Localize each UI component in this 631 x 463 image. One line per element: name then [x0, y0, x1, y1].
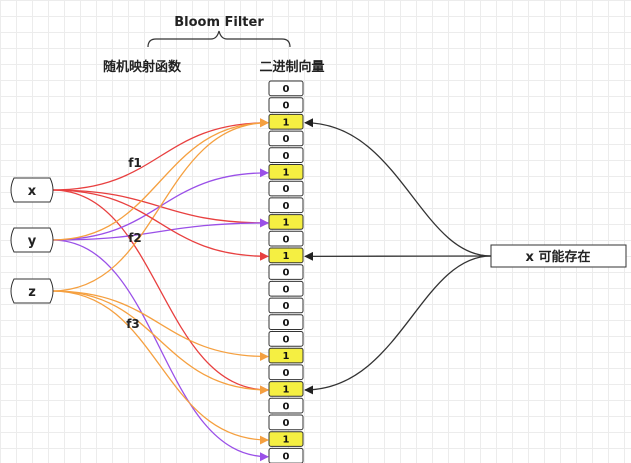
diagram-title: Bloom Filter: [174, 15, 264, 30]
bit-cell: 1: [268, 214, 304, 230]
bit-value: 0: [283, 318, 290, 329]
bit-cell: 0: [268, 397, 304, 414]
input-label: z: [28, 285, 36, 300]
bit-value: 1: [283, 218, 290, 229]
mapping-edges: [51, 118, 492, 462]
bit-cell: 0: [268, 80, 304, 97]
result-arrow: [304, 255, 492, 395]
input-node-z: z: [10, 278, 54, 304]
bit-value: 0: [283, 184, 290, 195]
function-label-f2: f2: [128, 231, 142, 245]
bit-value: 0: [283, 301, 290, 312]
bit-cell: 0: [268, 197, 304, 214]
bit-cell: 0: [268, 297, 304, 314]
bit-value: 0: [283, 451, 290, 462]
function-label-f1: f1: [128, 156, 142, 170]
input-label: x: [28, 184, 37, 199]
bit-value: 1: [283, 117, 290, 128]
input-elements: x y z: [10, 177, 54, 304]
bit-vector: 001001001010000010100100: [268, 80, 304, 463]
mapping-edge: [51, 239, 269, 462]
input-node-y: y: [10, 227, 54, 253]
input-label: y: [28, 234, 37, 249]
bit-value: 0: [283, 101, 290, 112]
title-brace: [147, 30, 291, 48]
hash-functions-label: 随机映射函数: [103, 59, 182, 75]
bit-value: 0: [283, 151, 290, 162]
bit-value: 1: [283, 385, 290, 396]
mapping-edge: [51, 290, 269, 395]
bit-value: 1: [283, 435, 290, 446]
bit-cell: 0: [268, 130, 304, 147]
mapping-edge: [51, 290, 269, 445]
bit-cell: 1: [268, 247, 304, 264]
bit-cell: 0: [268, 447, 304, 463]
bit-value: 0: [283, 84, 290, 95]
bit-value: 0: [283, 284, 290, 295]
mapping-edge: [51, 218, 269, 241]
bit-cell: 0: [268, 414, 304, 431]
mapping-edge: [51, 118, 269, 241]
bit-value: 0: [283, 268, 290, 279]
input-node-x: x: [10, 177, 54, 203]
bit-cell: 0: [268, 97, 304, 113]
bit-cell: 1: [268, 347, 304, 364]
bit-cell: 0: [268, 264, 304, 280]
bit-cell: 0: [268, 230, 304, 247]
mapping-edge: [51, 189, 269, 395]
mapping-edge: [51, 118, 269, 292]
bit-value: 1: [283, 168, 290, 179]
bit-cell: 1: [268, 164, 304, 180]
mapping-edge: [51, 118, 269, 191]
bit-value: 0: [283, 134, 290, 145]
hash-function-labels: f1 f2 f3: [126, 156, 142, 331]
bit-value: 1: [283, 251, 290, 262]
bit-value: 0: [283, 418, 290, 429]
function-label-f3: f3: [126, 317, 140, 331]
bit-cell: 0: [268, 280, 304, 297]
bit-cell: 0: [268, 331, 304, 347]
bit-cell: 1: [268, 381, 304, 397]
bit-vector-label: 二进制向量: [259, 59, 324, 75]
result-arrow: [304, 118, 492, 257]
bit-value: 0: [283, 201, 290, 212]
bit-cell: 0: [268, 147, 304, 164]
result-node: x 可能存在: [490, 244, 627, 268]
bit-value: 0: [283, 368, 290, 379]
bit-value: 0: [283, 401, 290, 412]
bit-cell: 0: [268, 314, 304, 330]
bit-value: 0: [283, 234, 290, 245]
mapping-edge: [51, 290, 269, 362]
bit-value: 1: [283, 351, 290, 362]
mapping-edge: [51, 189, 269, 261]
result-label: x 可能存在: [526, 249, 591, 265]
bit-value: 0: [283, 335, 290, 346]
bit-cell: 0: [268, 180, 304, 197]
bit-cell: 1: [268, 431, 304, 447]
bit-cell: 0: [268, 364, 304, 381]
bit-cell: 1: [268, 113, 304, 130]
